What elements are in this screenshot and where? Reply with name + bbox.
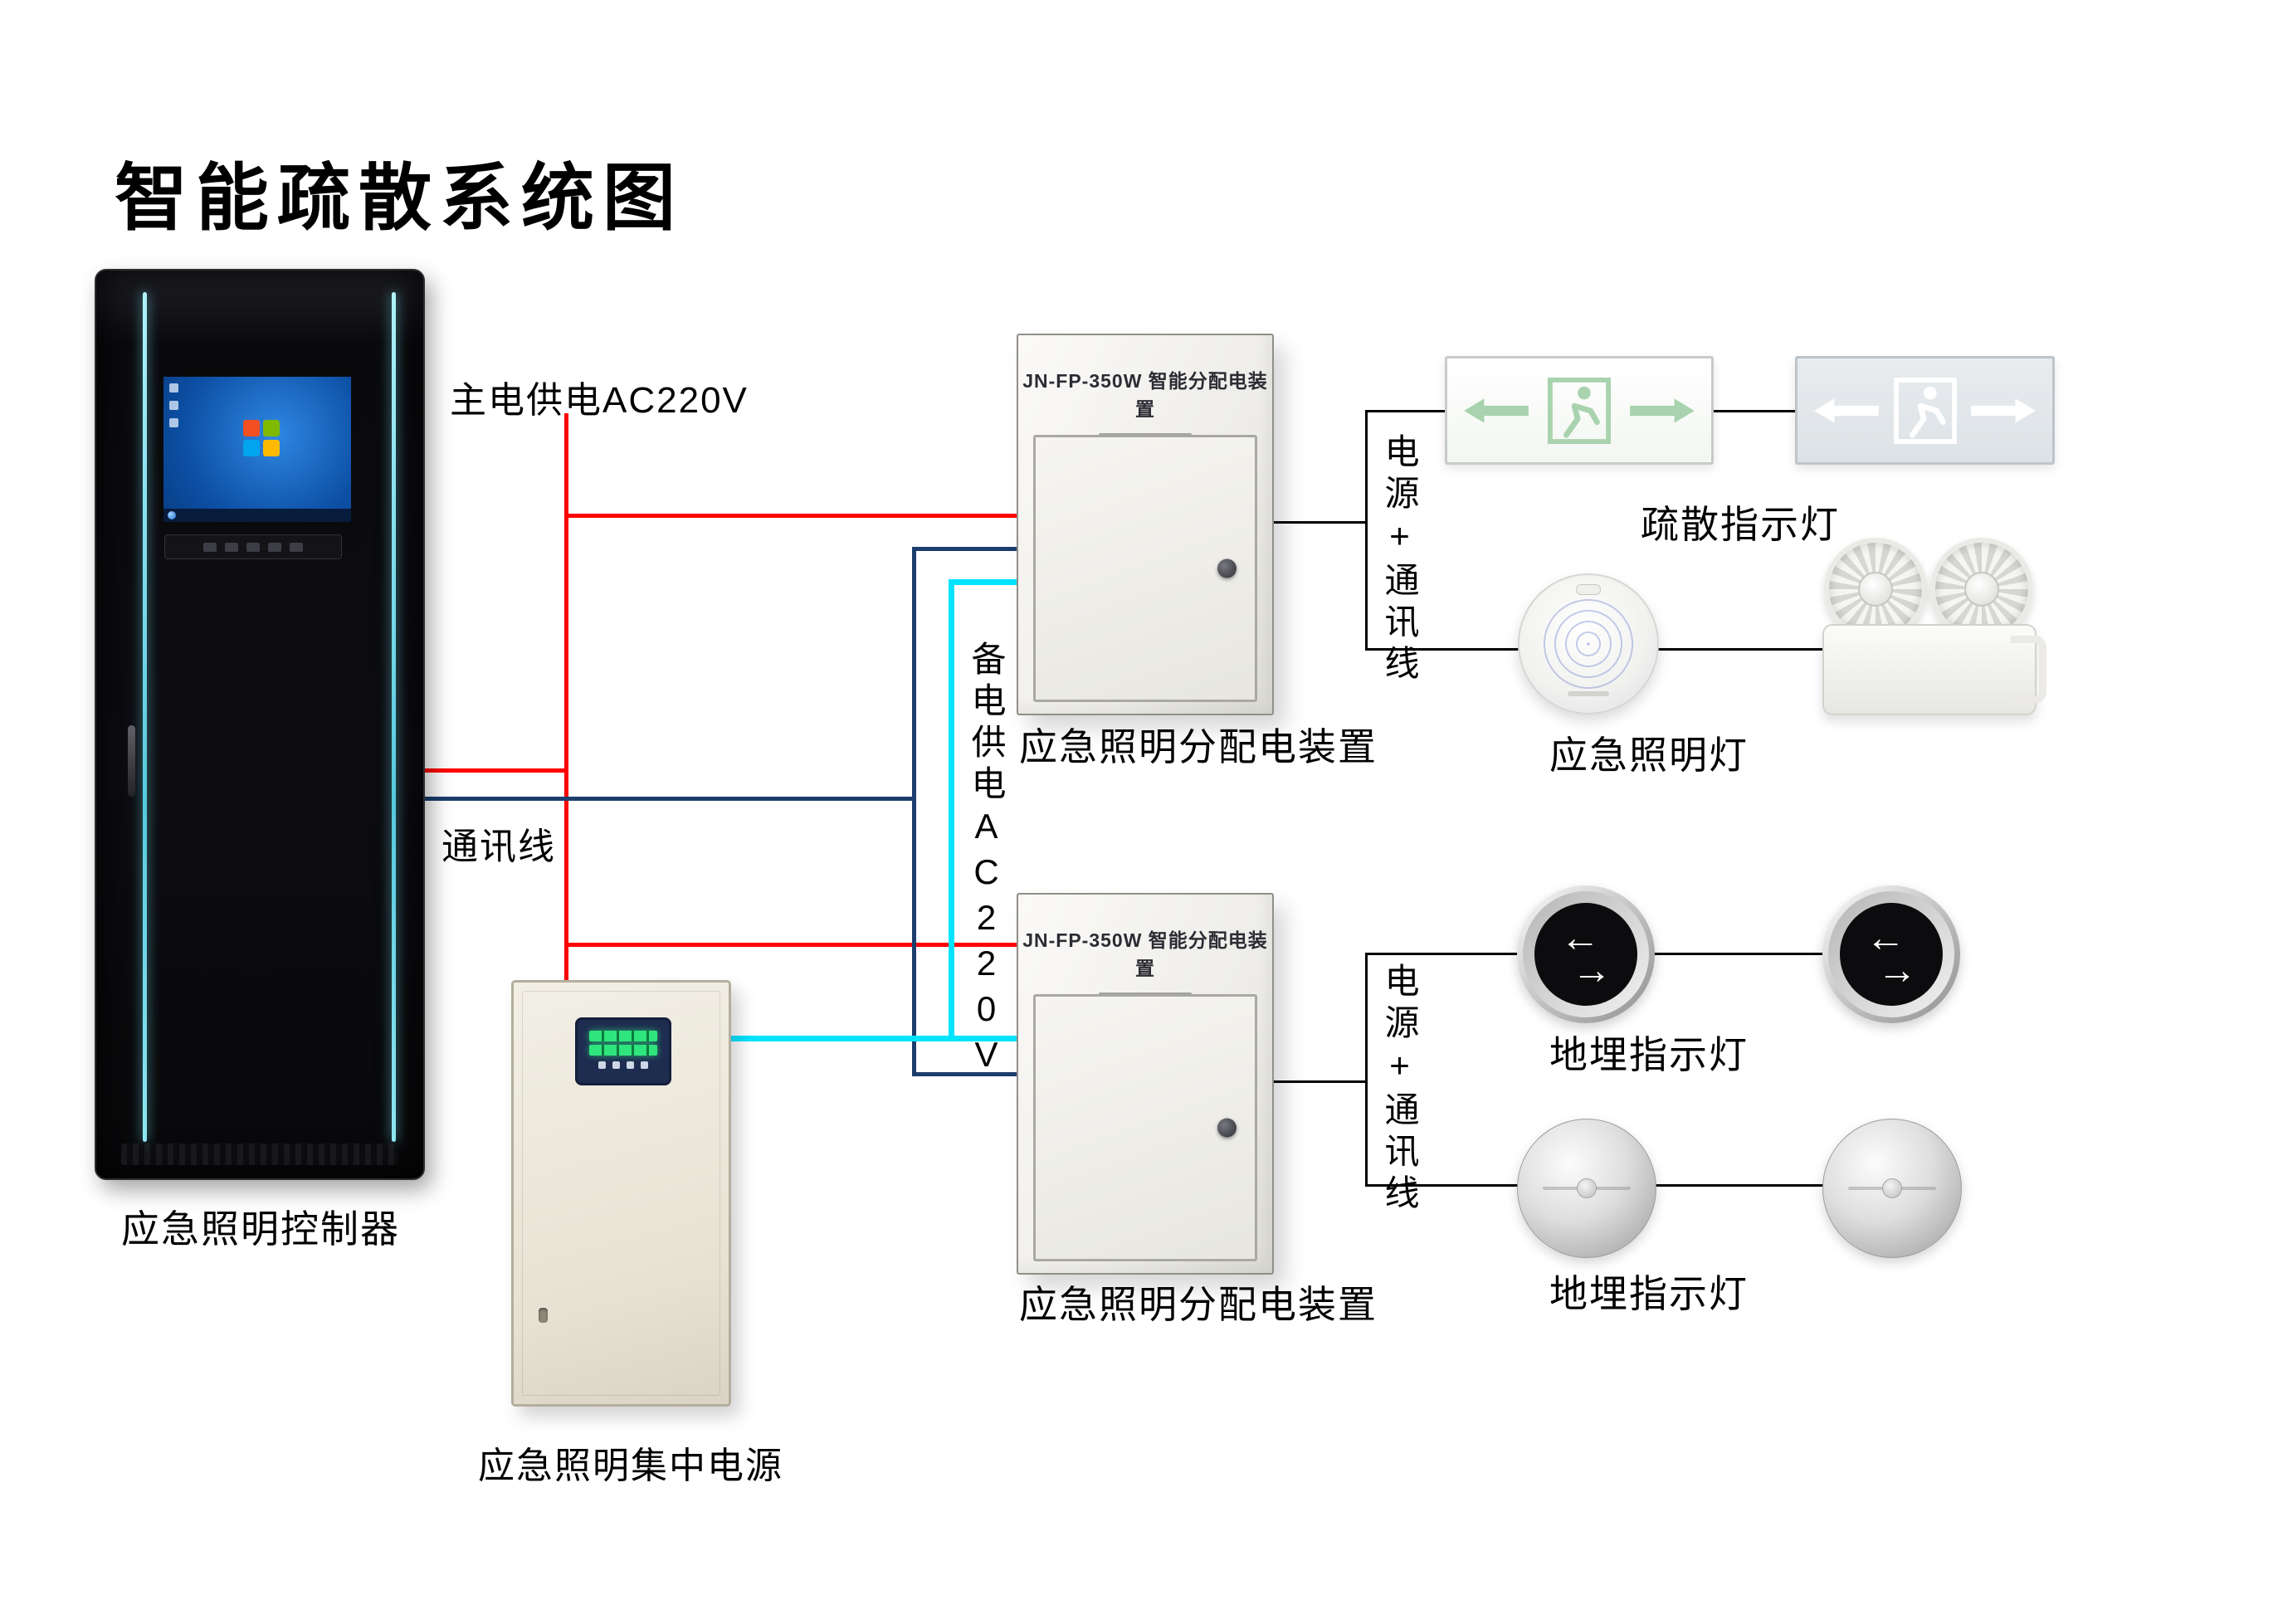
top-branch-bus bbox=[1365, 410, 1368, 651]
psu-door-seam bbox=[522, 991, 720, 1396]
comm-line-label: 通讯线 bbox=[441, 827, 556, 867]
lamp-concentric-rings bbox=[1539, 595, 1637, 693]
buried-indicator-light-1: ← → bbox=[1517, 885, 1655, 1023]
psu-digit-row bbox=[589, 1045, 657, 1056]
wire-between-buried-row1 bbox=[1653, 953, 1824, 955]
exit-sign-2 bbox=[1795, 356, 2055, 465]
psu-keyhole bbox=[539, 1308, 548, 1323]
arrow-right-icon: → bbox=[1572, 949, 1612, 992]
main-power-wire-to-box1 bbox=[567, 514, 1017, 518]
twin-lamp-head-right bbox=[1930, 538, 2033, 641]
lamp-test-button bbox=[1576, 584, 1601, 595]
wire-to-emergency-lamp bbox=[1366, 648, 1520, 651]
power-comm-label-bottom: 电源+通讯线 bbox=[1380, 963, 1419, 1216]
central-power-label: 应急照明集中电源 bbox=[478, 1446, 783, 1486]
wire-between-buried-row2 bbox=[1653, 1184, 1824, 1187]
buried-light-face: ← → bbox=[1534, 903, 1637, 1006]
main-power-wire-to-box2 bbox=[567, 943, 1017, 947]
twin-spot-emergency-light bbox=[1822, 538, 2046, 715]
buried-steel-light-2 bbox=[1822, 1119, 1962, 1258]
taskbar bbox=[163, 509, 351, 522]
lamp-logo-mark bbox=[1568, 691, 1609, 696]
main-power-wire-from-controller bbox=[422, 768, 568, 773]
emergency-lighting-controller-cabinet bbox=[95, 269, 425, 1180]
distribution-box-model-text: JN-FP-350W 智能分配电装置 bbox=[1022, 370, 1268, 420]
central-power-supply-cabinet bbox=[511, 980, 731, 1407]
distribution-box-1-label: 应急照明分配电装置 bbox=[1019, 725, 1378, 768]
running-man-icon bbox=[1893, 377, 1957, 444]
wire-to-buried-light-row1 bbox=[1366, 953, 1519, 955]
distribution-box-door bbox=[1033, 994, 1257, 1261]
buried-light-face: ← → bbox=[1840, 903, 1943, 1006]
backup-power-wire-to-box1 bbox=[951, 579, 1017, 585]
exit-sign-1 bbox=[1445, 356, 1714, 465]
exit-arrow-left-icon bbox=[1814, 397, 1879, 423]
comm-wire-to-box2 bbox=[915, 1072, 1017, 1076]
distribution-box-door bbox=[1033, 435, 1257, 702]
arrow-right-icon: → bbox=[1877, 949, 1917, 992]
lamp-cap bbox=[1858, 572, 1893, 607]
cabinet-led-strip-right bbox=[392, 292, 396, 1142]
distribution-box-model-text: JN-FP-350W 智能分配电装置 bbox=[1022, 929, 1268, 979]
controller-label: 应急照明控制器 bbox=[121, 1207, 400, 1251]
backup-power-wire-vertical bbox=[949, 579, 954, 1041]
wire-between-emergency-lights bbox=[1654, 648, 1824, 651]
distribution-box-1: JN-FP-350W 智能分配电装置 bbox=[1017, 334, 1274, 715]
lamp-cap bbox=[1964, 572, 1999, 607]
twin-lamp-handle bbox=[2011, 636, 2046, 704]
windows-logo-icon bbox=[243, 420, 281, 458]
comm-wire-to-box1 bbox=[915, 547, 1017, 551]
start-orb-icon bbox=[168, 511, 176, 519]
distribution-box-2-label: 应急照明分配电装置 bbox=[1019, 1283, 1378, 1326]
psu-buttons bbox=[586, 1061, 661, 1069]
main-power-label: 主电供电AC220V bbox=[450, 380, 749, 421]
backup-power-label: 备电供电AC220V bbox=[967, 641, 1006, 1080]
buried-steel-light-1 bbox=[1517, 1119, 1656, 1258]
power-comm-label-top: 电源+通讯线 bbox=[1380, 433, 1419, 686]
psu-digit-row bbox=[589, 1031, 657, 1041]
ceiling-emergency-lamp bbox=[1518, 573, 1659, 714]
comm-wire-from-controller bbox=[422, 797, 915, 801]
box2-output-wire bbox=[1271, 1080, 1367, 1083]
exit-arrow-right-icon bbox=[1971, 397, 2036, 423]
distribution-box-2: JN-FP-350W 智能分配电装置 bbox=[1017, 893, 1274, 1275]
desktop-icons bbox=[169, 383, 178, 427]
cabinet-door-handle bbox=[128, 725, 135, 797]
psu-display-panel bbox=[575, 1017, 671, 1085]
distribution-box-lock bbox=[1217, 558, 1237, 578]
comm-wire-vertical bbox=[912, 547, 916, 1076]
cabinet-led-strip-left bbox=[143, 292, 147, 1142]
twin-lamp-body bbox=[1822, 624, 2037, 715]
twin-lamp-head-left bbox=[1824, 538, 1927, 641]
cabinet-vent bbox=[121, 1144, 398, 1165]
exit-sign-label: 疏散指示灯 bbox=[1641, 503, 1840, 546]
wire-between-exit-signs bbox=[1712, 410, 1795, 412]
exit-arrow-left-icon bbox=[1464, 397, 1529, 423]
buried-light-label-row1: 地埋指示灯 bbox=[1549, 1033, 1749, 1076]
buried-light-label-row2: 地埋指示灯 bbox=[1549, 1272, 1749, 1315]
bottom-branch-bus bbox=[1365, 953, 1368, 1187]
controller-button-panel bbox=[164, 534, 342, 559]
main-power-wire-vertical bbox=[564, 413, 568, 982]
page-title: 智能疏散系统图 bbox=[115, 154, 685, 241]
box1-output-wire bbox=[1271, 521, 1367, 524]
running-man-icon bbox=[1547, 377, 1612, 444]
wire-to-exit-sign bbox=[1366, 410, 1445, 412]
wire-to-buried-light-row2 bbox=[1366, 1184, 1519, 1187]
arrow-left-icon: ← bbox=[1866, 915, 1905, 960]
buried-indicator-light-2: ← → bbox=[1822, 885, 1960, 1023]
distribution-box-lock bbox=[1217, 1118, 1237, 1138]
controller-monitor bbox=[159, 372, 356, 527]
exit-arrow-right-icon bbox=[1630, 397, 1695, 423]
backup-power-wire-from-psu bbox=[726, 1036, 1017, 1041]
emergency-light-label: 应急照明灯 bbox=[1549, 734, 1749, 777]
arrow-left-icon: ← bbox=[1560, 915, 1600, 960]
